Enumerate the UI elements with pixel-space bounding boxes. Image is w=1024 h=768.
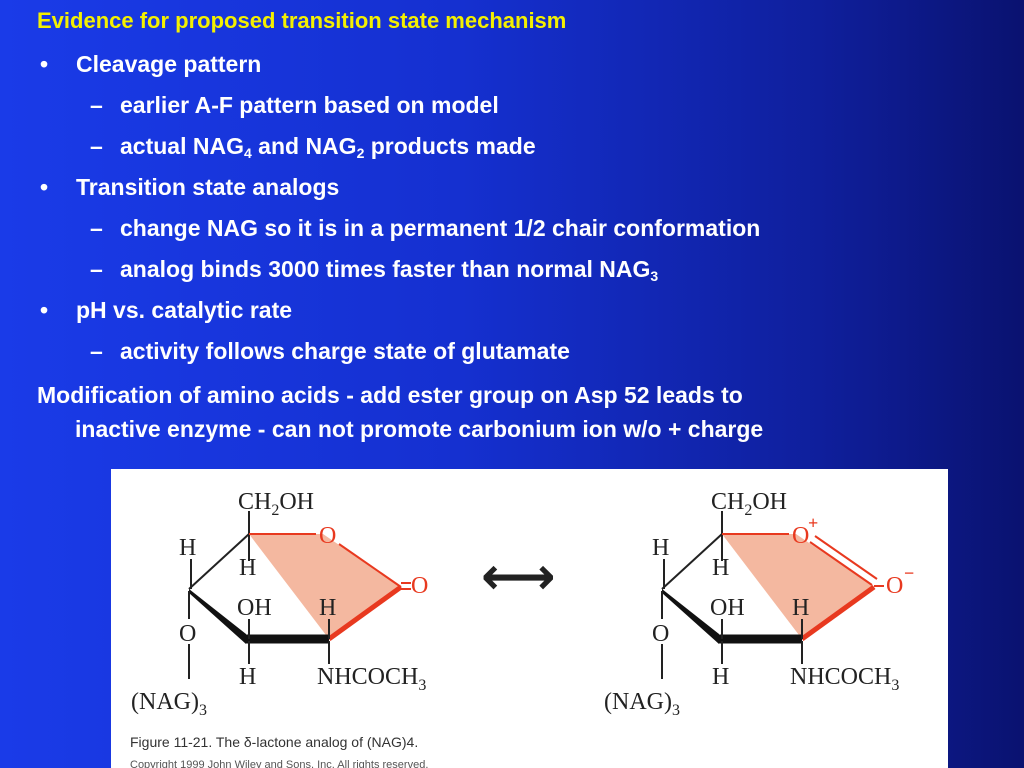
- hydrogen-label: H: [179, 535, 196, 561]
- nhcoch3-label: NHCOCH3: [790, 664, 899, 694]
- dash-icon: –: [90, 256, 103, 282]
- figure-copyright: Copyright 1999 John Wiley and Sons, Inc.…: [130, 759, 429, 768]
- hydrogen-label: H: [239, 555, 256, 581]
- left-structure: CH2OH O O H H OH H O H NHCOCH3 (NAG)3: [131, 489, 428, 719]
- carbonyl-oxygen-label: O: [411, 573, 428, 599]
- bullet-icon: •: [40, 174, 49, 200]
- ring-oxygen-label: O: [792, 523, 809, 549]
- sub-bullet-text: activity follows charge state of glutama…: [120, 338, 570, 364]
- resonance-arrow-icon: ⟷: [481, 547, 556, 607]
- oxygen-link-label: O: [652, 621, 669, 647]
- subscript: 4: [243, 145, 252, 161]
- ch2oh-label: CH2OH: [711, 489, 787, 519]
- shaded-region: [249, 534, 401, 639]
- sub-bullet-text: earlier A-F pattern based on model: [120, 92, 499, 118]
- hydrogen-label: H: [319, 595, 336, 621]
- sub-bullet-text: change NAG so it is in a permanent 1/2 c…: [120, 215, 761, 241]
- text-run: and NAG: [251, 133, 357, 159]
- subscript: 3: [650, 268, 659, 284]
- hydrogen-label: H: [792, 595, 809, 621]
- ch2oh-label: CH2OH: [238, 489, 314, 519]
- hydroxyl-label: OH: [710, 595, 745, 621]
- wedge-bond: [662, 589, 719, 644]
- text-run: actual NAG: [120, 133, 244, 159]
- dash-icon: –: [90, 133, 103, 159]
- bullet-icon: •: [40, 51, 49, 77]
- text-run: products made: [364, 133, 536, 159]
- nhcoch3-label: NHCOCH3: [317, 664, 426, 694]
- bond: [814, 535, 878, 580]
- hydrogen-label: H: [712, 664, 729, 690]
- ring-oxygen-label: O: [319, 523, 336, 549]
- chemical-structure-diagram: CH2OH O O H H OH H O H NHCOCH3 (NAG)3 ⟷: [131, 489, 914, 719]
- shaded-region: [722, 534, 874, 639]
- hydrogen-label: H: [239, 664, 256, 690]
- bond: [809, 541, 873, 586]
- nag3-label: (NAG)3: [131, 689, 207, 719]
- bond: [327, 584, 403, 642]
- sub-bullet-text: analog binds 3000 times faster than norm…: [120, 256, 658, 284]
- bullet-text: pH vs. catalytic rate: [76, 297, 293, 323]
- negative-charge-label: −: [904, 563, 914, 583]
- slide-title: Evidence for proposed transition state m…: [37, 8, 567, 33]
- wedge-bond: [189, 589, 246, 644]
- positive-charge-label: +: [808, 513, 818, 533]
- figure-caption: Figure 11-21. The δ-lactone analog of (N…: [130, 734, 419, 750]
- dash-icon: –: [90, 92, 103, 118]
- bullet-icon: •: [40, 297, 49, 323]
- bullet-text: Cleavage pattern: [76, 51, 262, 77]
- hydroxyl-label: OH: [237, 595, 272, 621]
- bond: [338, 543, 402, 588]
- paragraph-line: Modification of amino acids - add ester …: [37, 382, 743, 408]
- modification-paragraph: Modification of amino acids - add ester …: [37, 378, 997, 446]
- nag3-label: (NAG)3: [604, 689, 680, 719]
- text-run: analog binds 3000 times faster than norm…: [120, 256, 651, 282]
- oxygen-link-label: O: [179, 621, 196, 647]
- bullet-text: Transition state analogs: [76, 174, 340, 200]
- lactone-figure: CH2OH O O H H OH H O H NHCOCH3 (NAG)3 ⟷: [111, 469, 948, 768]
- sub-bullet-text: actual NAG4 and NAG2 products made: [120, 133, 536, 161]
- hydrogen-label: H: [652, 535, 669, 561]
- bond: [188, 533, 250, 590]
- dash-icon: –: [90, 215, 103, 241]
- paragraph-line: inactive enzyme - can not promote carbon…: [75, 416, 764, 442]
- bond: [661, 533, 723, 590]
- carbonyl-oxygen-label: O: [886, 573, 903, 599]
- right-structure: CH2OH O + O − H H OH H O H NHCOCH3 (NAG)…: [604, 489, 914, 719]
- dash-icon: –: [90, 338, 103, 364]
- hydrogen-label: H: [712, 555, 729, 581]
- subscript: 2: [356, 145, 365, 161]
- bond: [800, 584, 876, 642]
